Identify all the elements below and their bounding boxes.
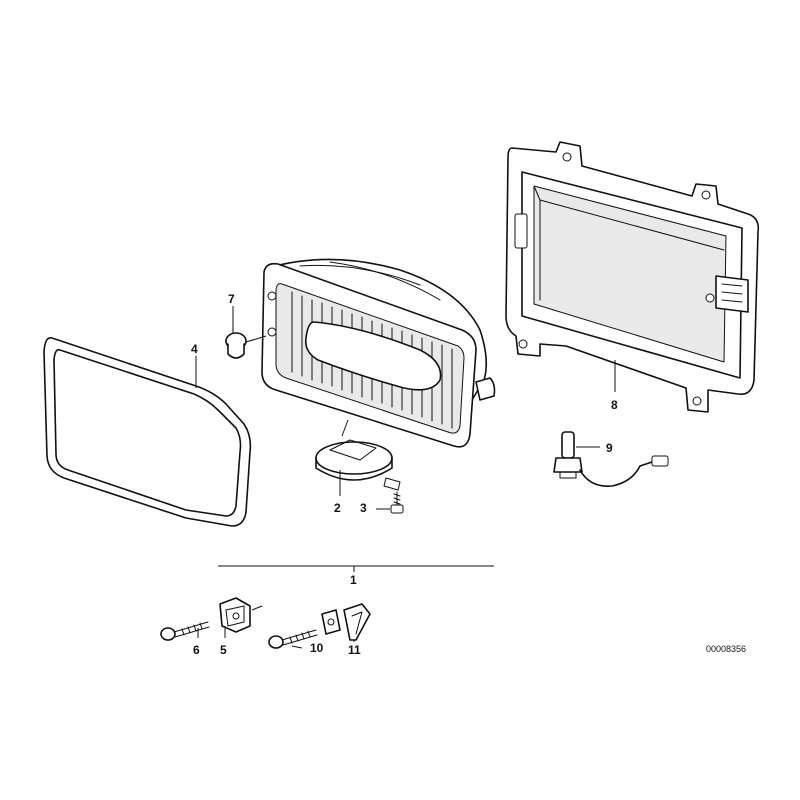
diagram-reference-number: 00008356 (706, 644, 746, 654)
callout-6: 6 (193, 643, 200, 657)
callout-9: 9 (606, 441, 613, 455)
long-bolt (160, 621, 210, 641)
spring-clip (343, 603, 371, 641)
callout-1: 1 (350, 573, 357, 587)
callout-2: 2 (334, 501, 341, 515)
small-screw (390, 491, 404, 514)
callout-3: 3 (360, 501, 367, 515)
callout-5: 5 (220, 643, 227, 657)
rubber-plug (225, 332, 267, 359)
callout-7: 7 (228, 292, 235, 306)
square-nut (321, 609, 341, 635)
clip-nut (219, 597, 263, 633)
gasket-seal-ring (43, 336, 252, 527)
retaining-ring (315, 419, 401, 491)
callout-8: 8 (611, 398, 618, 412)
fog-lamp-housing (261, 258, 496, 448)
bolt (268, 629, 318, 649)
callout-4: 4 (191, 342, 198, 356)
callout-10: 10 (310, 641, 324, 655)
bulb-with-wire (553, 431, 669, 487)
callout-leaders (195, 306, 616, 649)
mounting-bracket (505, 141, 760, 413)
callout-11: 11 (348, 643, 361, 657)
